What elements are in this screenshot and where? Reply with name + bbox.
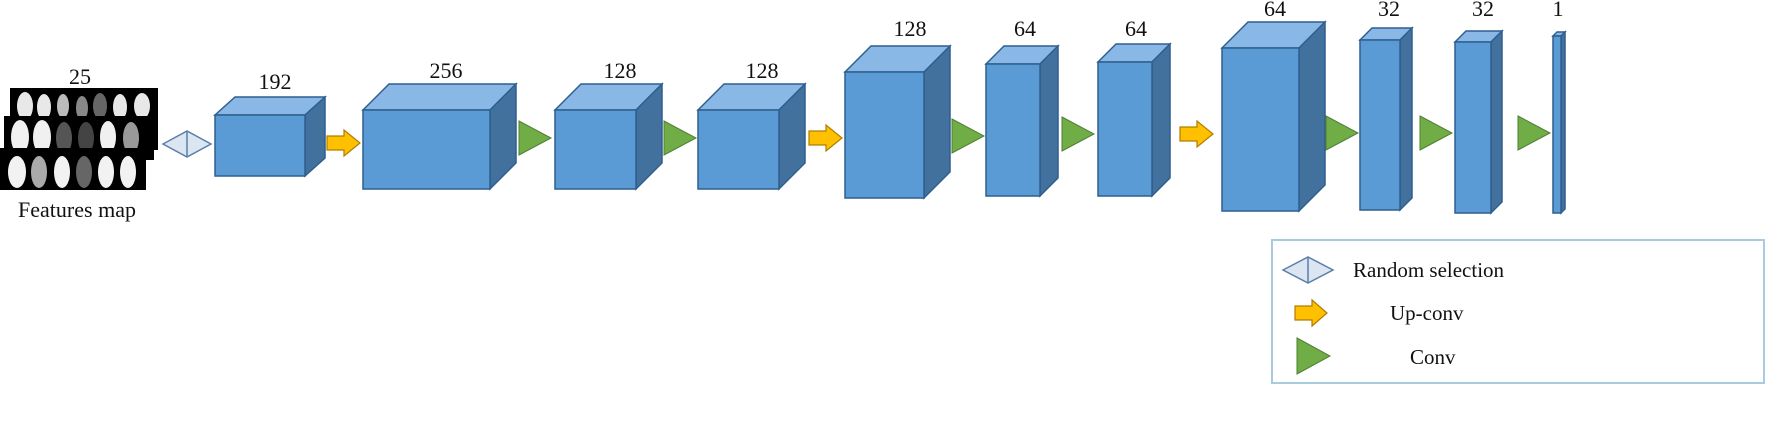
layer-blocks: 192 256 128 128 128 64 64 64 32 32 1 <box>213 0 1567 215</box>
layer-block: 64 <box>1220 0 1327 213</box>
random-selection-icon <box>1281 256 1335 284</box>
layer-block: 128 <box>843 16 952 200</box>
conv-icon <box>1325 115 1360 151</box>
layer-block: 32 <box>1453 0 1504 215</box>
block-front-face <box>844 71 925 199</box>
layer-block: 64 <box>1096 16 1172 198</box>
features-map-caption: Features map <box>18 197 136 222</box>
layer-channel-label: 128 <box>746 58 779 83</box>
up-conv-icon <box>326 128 361 158</box>
block-side-face <box>1151 42 1171 198</box>
legend-box <box>1271 239 1765 384</box>
features-map-stack: 25 Features m <box>0 64 158 222</box>
block-side-face <box>1490 29 1503 215</box>
block-front-face <box>1552 35 1562 214</box>
block-front-face <box>1454 41 1492 214</box>
layer-block: 1 <box>1551 0 1567 215</box>
block-front-face <box>362 109 491 190</box>
random-selection-icon <box>161 130 213 158</box>
conv-icon <box>518 120 553 156</box>
block-front-face <box>1097 61 1153 197</box>
block-front-face <box>697 109 780 190</box>
layer-channel-label: 256 <box>430 58 463 83</box>
up-conv-icon <box>1294 298 1328 328</box>
up-conv-icon <box>808 123 843 153</box>
layer-block: 192 <box>213 69 327 178</box>
conv-icon <box>663 120 698 156</box>
layer-block: 32 <box>1358 0 1414 212</box>
conv-icon <box>951 118 986 154</box>
layer-channel-label: 64 <box>1014 16 1036 41</box>
layer-channel-label: 128 <box>894 16 927 41</box>
block-side-face <box>923 44 951 200</box>
layer-channel-label: 128 <box>604 58 637 83</box>
block-front-face <box>1221 47 1300 212</box>
layer-block: 256 <box>361 58 518 191</box>
layer-connectors <box>161 115 1552 158</box>
conv-icon <box>1061 116 1096 152</box>
block-front-face <box>985 63 1041 197</box>
layer-channel-label: 32 <box>1378 0 1400 21</box>
layer-channel-label: 32 <box>1472 0 1494 21</box>
legend: Random selection Up-conv Conv <box>1271 239 1765 384</box>
block-side-face <box>1039 44 1059 198</box>
conv-icon <box>1419 115 1454 151</box>
conv-icon <box>1517 115 1552 151</box>
layer-block: 128 <box>553 58 664 191</box>
block-front-face <box>214 114 306 177</box>
layer-channel-label: 64 <box>1125 16 1147 41</box>
up-conv-icon <box>1179 119 1214 149</box>
conv-icon <box>1296 337 1332 375</box>
block-side-face <box>1399 26 1413 212</box>
layer-channel-label: 192 <box>259 69 292 94</box>
layer-channel-label: 64 <box>1264 0 1286 21</box>
features-map-count: 25 <box>69 64 91 89</box>
layer-channel-label: 1 <box>1553 0 1564 21</box>
block-front-face <box>554 109 637 190</box>
layer-block: 64 <box>984 16 1060 198</box>
block-side-face <box>1298 20 1326 213</box>
legend-label-random-selection: Random selection <box>1353 258 1505 282</box>
block-front-face <box>1359 39 1401 211</box>
layer-block: 128 <box>696 58 807 191</box>
legend-label-up-conv: Up-conv <box>1390 301 1464 325</box>
feature-map-sheet <box>0 148 146 190</box>
legend-label-conv: Conv <box>1410 345 1456 369</box>
